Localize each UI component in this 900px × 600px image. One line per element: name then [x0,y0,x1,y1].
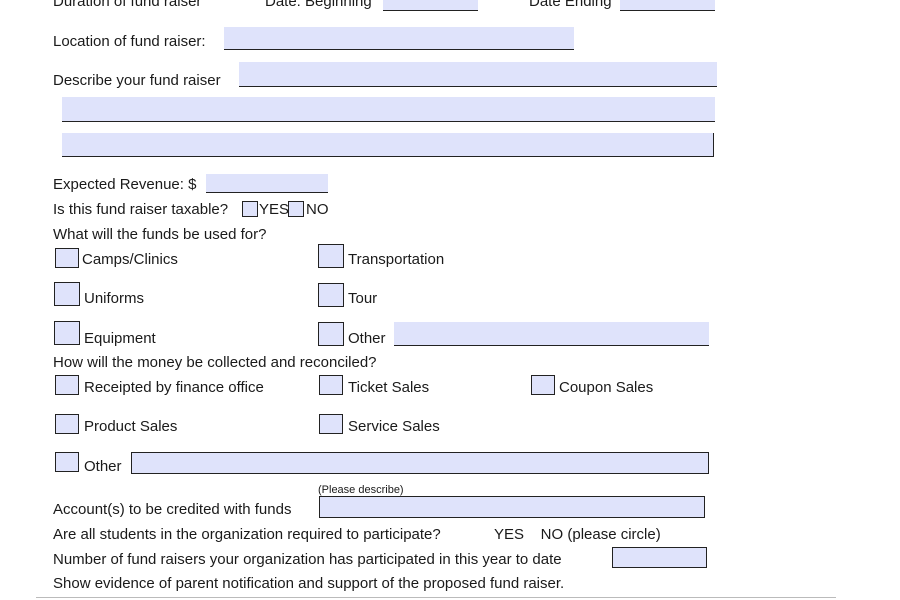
date-ending-label: Date Ending [529,0,612,10]
taxable-no-label: NO [306,201,329,218]
date-beginning-field[interactable] [383,0,478,11]
collection-other-checkbox[interactable] [55,452,79,472]
describe-label: Describe your fund raiser [53,72,221,89]
service-sales-checkbox[interactable] [319,414,343,434]
uses-other-checkbox[interactable] [318,322,344,346]
location-label: Location of fund raiser: [53,33,206,50]
service-sales-label: Service Sales [348,418,440,435]
ticket-sales-label: Ticket Sales [348,379,430,396]
collection-other-label: Other [84,458,122,475]
students-options: YES NO (please circle) [494,526,661,543]
equipment-checkbox[interactable] [54,321,80,345]
uniforms-checkbox[interactable] [54,282,80,306]
page-divider [36,597,836,598]
uses-other-field[interactable] [394,322,709,346]
tour-label: Tour [348,290,378,307]
duration-label: Duration of fund raiser [53,0,202,10]
transportation-label: Transportation [348,251,445,268]
describe-field-line2[interactable] [62,97,715,122]
date-beginning-label: Date: Beginning [265,0,372,10]
coupon-sales-checkbox[interactable] [531,375,555,395]
collection-other-field[interactable] [131,452,709,474]
uses-other-label: Other [348,330,386,347]
product-sales-checkbox[interactable] [55,414,79,434]
describe-field-line1[interactable] [239,62,717,87]
receipted-checkbox[interactable] [55,375,79,395]
collected-question: How will the money be collected and reco… [53,354,377,371]
taxable-label: Is this fund raiser taxable? [53,201,229,218]
coupon-sales-label: Coupon Sales [559,379,654,396]
students-question: Are all students in the organization req… [53,526,441,543]
accounts-label: Account(s) to be credited with funds [53,501,292,518]
funds-used-question: What will the funds be used for? [53,226,267,243]
date-ending-field[interactable] [620,0,715,11]
receipted-label: Receipted by finance office [84,379,264,396]
describe-field-line3[interactable] [62,133,714,157]
expected-revenue-field[interactable] [206,174,328,193]
equipment-label: Equipment [84,330,156,347]
expected-revenue-label: Expected Revenue: $ [53,176,197,193]
field-edge-mark [713,133,714,157]
please-describe-note: (Please describe) [318,484,404,496]
accounts-field[interactable] [319,496,705,518]
location-field[interactable] [224,27,574,50]
transportation-checkbox[interactable] [318,244,344,268]
taxable-no-checkbox[interactable] [288,201,304,217]
taxable-yes-checkbox[interactable] [242,201,258,217]
tour-checkbox[interactable] [318,283,344,307]
ticket-sales-checkbox[interactable] [319,375,343,395]
count-label: Number of fund raisers your organization… [53,551,562,568]
camps-clinics-checkbox[interactable] [55,248,79,268]
product-sales-label: Product Sales [84,418,178,435]
evidence-label: Show evidence of parent notification and… [53,575,565,592]
camps-clinics-label: Camps/Clinics [82,251,178,268]
uniforms-label: Uniforms [84,290,145,307]
taxable-yes-label: YES [259,201,290,218]
count-field[interactable] [612,547,707,568]
